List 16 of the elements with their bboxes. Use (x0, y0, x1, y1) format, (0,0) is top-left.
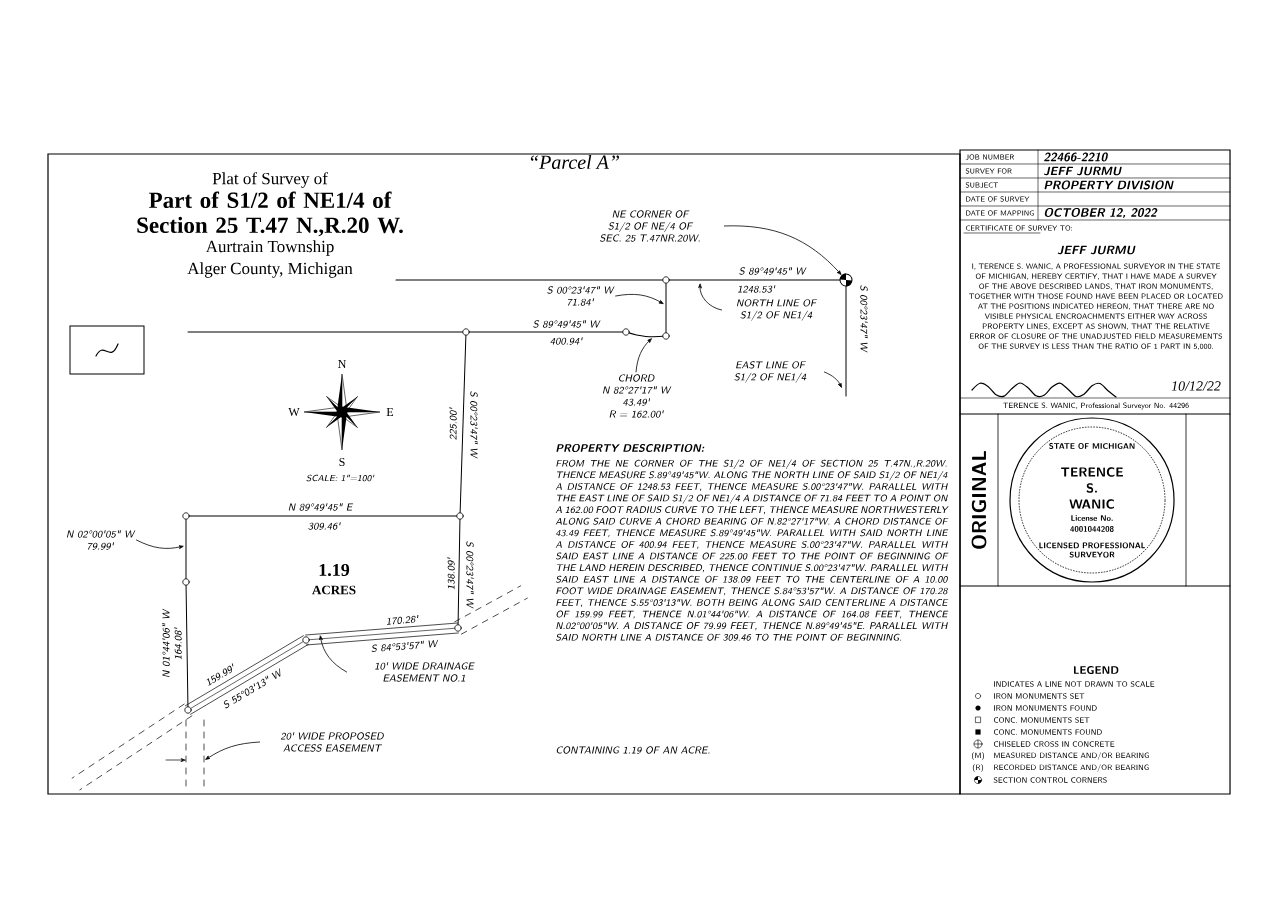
corner-marker (839, 273, 853, 287)
subtitle: Aurtrain Township (205, 240, 334, 256)
leader-line (724, 225, 842, 275)
leader-line (205, 741, 260, 760)
leader-line (136, 539, 184, 549)
handwritten-note: “Parcel A” (530, 154, 619, 170)
area-label: 1.19 (319, 563, 350, 577)
subtitle: Plat of Survey of (212, 172, 328, 188)
leader-line (615, 293, 664, 304)
stamp-text: ORIGINAL (971, 450, 987, 549)
leader-line (319, 635, 347, 673)
leader-line (635, 338, 652, 373)
leader-line (824, 371, 842, 388)
leader-line (698, 283, 722, 311)
subtitle: Alger County, Michigan (187, 262, 353, 278)
title: Part of S1/2 of NE1/4 of Section 25 T.47 N.,R.20 W. (137, 191, 403, 237)
